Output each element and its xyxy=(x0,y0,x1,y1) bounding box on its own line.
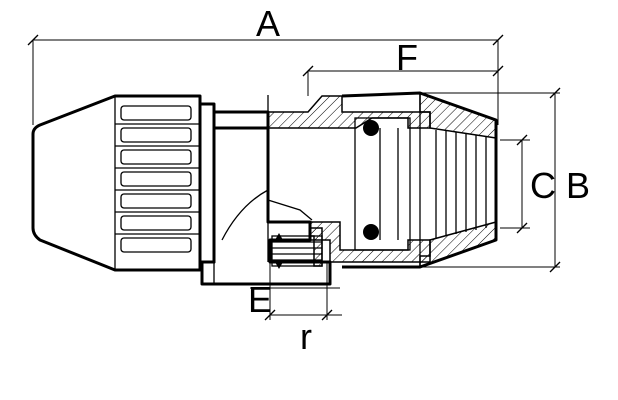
dimension-c-label: C xyxy=(530,165,556,206)
upper-wall-section xyxy=(267,95,431,129)
dimension-f-right-tick xyxy=(492,65,504,77)
dimension-f: F xyxy=(302,37,504,125)
dimension-a-label: A xyxy=(256,3,280,44)
dimension-r: r xyxy=(264,309,342,357)
threaded-socket xyxy=(341,91,498,269)
socket-lower-hatch xyxy=(419,221,497,269)
dimension-b-bottom-tick xyxy=(549,261,561,273)
body-top-neck xyxy=(214,110,270,130)
compression-nut-outline xyxy=(31,94,202,272)
o-ring-top xyxy=(363,120,379,136)
nut-rib xyxy=(120,215,192,231)
compression-nut xyxy=(31,94,216,272)
nut-rib xyxy=(120,127,192,143)
inner-sleeve xyxy=(354,117,411,251)
dimension-b-top-tick xyxy=(549,87,561,99)
dimension-c-bottom-tick xyxy=(516,222,528,234)
dimension-e-label: E xyxy=(248,279,272,320)
sleeve-outline xyxy=(354,117,411,251)
nut-rib xyxy=(120,193,192,209)
dimension-c-top-tick xyxy=(516,134,528,146)
dimension-r-left-tick xyxy=(264,309,276,321)
body-fillet-curve xyxy=(221,189,269,241)
dimension-b: B xyxy=(420,87,590,273)
dimension-e: E xyxy=(248,262,340,320)
dimension-f-left-tick xyxy=(302,65,314,77)
dimension-a-left-tick xyxy=(27,34,39,46)
compression-nut-collar xyxy=(200,102,216,264)
dimension-c: C xyxy=(500,134,556,234)
dimension-a-right-tick xyxy=(492,34,504,46)
outlet-arrow-up xyxy=(275,233,283,240)
nut-rib xyxy=(120,171,192,187)
socket-outline xyxy=(341,91,498,269)
nut-rib xyxy=(120,237,192,253)
nut-rib xyxy=(120,105,192,121)
body-fillet-curve-2 xyxy=(267,199,313,221)
nut-rib xyxy=(120,149,192,165)
outlet-arrow-down xyxy=(275,262,283,269)
compression-nut-ribs xyxy=(115,105,200,253)
socket-upper-hatch xyxy=(419,91,497,139)
bottom-outlet xyxy=(271,227,323,269)
outlet-wall-hatch xyxy=(309,227,323,267)
o-ring-bottom xyxy=(363,224,379,240)
dimension-r-label: r xyxy=(300,316,312,357)
socket-thread-lines xyxy=(435,130,487,238)
body-outline xyxy=(200,112,332,286)
dimension-r-right-tick xyxy=(321,309,333,321)
dimension-b-label: B xyxy=(566,165,590,206)
upper-wall-hatch xyxy=(267,95,431,129)
dimension-f-label: F xyxy=(396,37,418,78)
dimension-a: A xyxy=(27,3,504,125)
